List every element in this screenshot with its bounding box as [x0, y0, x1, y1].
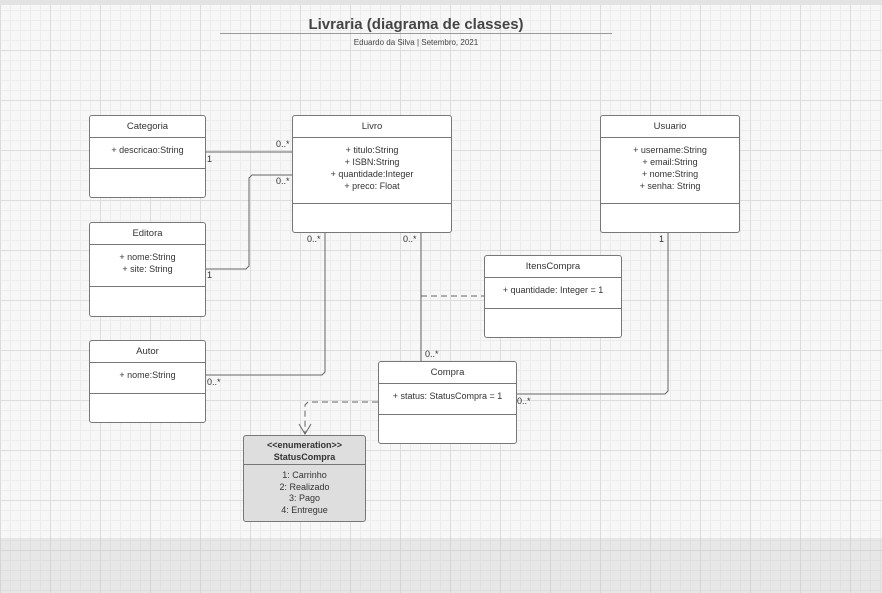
class-attributes: + quantidade: Integer = 1: [485, 278, 621, 309]
attribute: + nome:String: [119, 370, 176, 380]
assoc-usuario-compra: [517, 233, 669, 395]
attribute: + email:String: [642, 157, 698, 167]
class-name: Categoria: [90, 116, 205, 138]
multiplicity-label: 0..*: [207, 377, 221, 387]
title-underline: [220, 33, 612, 34]
enum-value: 2: Realizado: [279, 481, 330, 492]
diagram-title: Livraria (diagrama de classes): [308, 16, 524, 33]
attribute: + descricao:String: [111, 145, 184, 155]
bottom-band: [0, 538, 882, 593]
attribute: + site: String: [122, 264, 173, 274]
class-attributes: + status: StatusCompra = 1: [379, 384, 516, 415]
dependency-arrowhead: [298, 423, 312, 435]
multiplicity-label: 1: [207, 270, 213, 280]
class-name: Livro: [293, 116, 451, 138]
class-livro[interactable]: Livro + titulo:String + ISBN:String + qu…: [292, 115, 452, 233]
class-name: Autor: [90, 341, 205, 363]
attribute: + status: StatusCompra = 1: [392, 391, 503, 401]
multiplicity-label: 0..*: [307, 234, 321, 244]
class-autor[interactable]: Autor + nome:String: [89, 340, 206, 423]
window-top-strip: [0, 0, 882, 5]
enum-header: <<enumeration>> StatusCompra: [244, 436, 365, 465]
class-attributes: + descricao:String: [90, 138, 205, 169]
class-itenscompra[interactable]: ItensCompra + quantidade: Integer = 1: [484, 255, 622, 338]
class-compra[interactable]: Compra + status: StatusCompra = 1: [378, 361, 517, 444]
dependency-compra-statuscompra: [304, 401, 378, 433]
class-name: ItensCompra: [485, 256, 621, 278]
attribute: + nome:String: [641, 169, 699, 179]
enum-values: 1: Carrinho 2: Realizado 3: Pago 4: Entr…: [244, 465, 365, 516]
class-attributes: + nome:String + site: String: [90, 245, 205, 287]
attribute: + titulo:String: [345, 145, 399, 155]
enum-statuscompra[interactable]: <<enumeration>> StatusCompra 1: Carrinho…: [243, 435, 366, 522]
class-name: Usuario: [601, 116, 739, 138]
multiplicity-label: 0..*: [403, 234, 417, 244]
diagram-subtitle: Eduardo da Silva | Setembro, 2021: [353, 38, 479, 47]
multiplicity-label: 1: [659, 234, 665, 244]
enum-stereotype: <<enumeration>>: [266, 440, 343, 450]
class-attributes: + titulo:String + ISBN:String + quantida…: [293, 138, 451, 204]
attribute: + username:String: [633, 145, 707, 155]
attribute: + quantidade:Integer: [330, 169, 414, 179]
class-attributes: + username:String + email:String + nome:…: [601, 138, 739, 204]
enum-value: 1: Carrinho: [282, 470, 327, 480]
class-name: Editora: [90, 223, 205, 245]
enum-value: 4: Entregue: [281, 504, 328, 515]
attribute: + nome:String: [119, 252, 176, 262]
assoc-autor-livro: [206, 233, 326, 376]
multiplicity-label: 1: [207, 154, 213, 164]
enum-value: 3: Pago: [288, 493, 321, 503]
multiplicity-label: 0..*: [517, 396, 531, 406]
assoc-editora-livro: [206, 174, 292, 270]
class-name: Compra: [379, 362, 516, 384]
class-categoria[interactable]: Categoria + descricao:String: [89, 115, 206, 198]
class-attributes: + nome:String: [90, 363, 205, 394]
class-usuario[interactable]: Usuario + username:String + email:String…: [600, 115, 740, 233]
multiplicity-label: 0..*: [425, 349, 439, 359]
enum-name: StatusCompra: [273, 452, 336, 462]
multiplicity-label: 0..*: [276, 176, 290, 186]
attribute: + quantidade: Integer = 1: [502, 285, 604, 295]
class-editora[interactable]: Editora + nome:String + site: String: [89, 222, 206, 317]
attribute: + senha: String: [639, 181, 701, 191]
attribute: + ISBN:String: [344, 157, 400, 167]
attribute: + preco: Float: [344, 181, 400, 191]
multiplicity-label: 0..*: [276, 139, 290, 149]
